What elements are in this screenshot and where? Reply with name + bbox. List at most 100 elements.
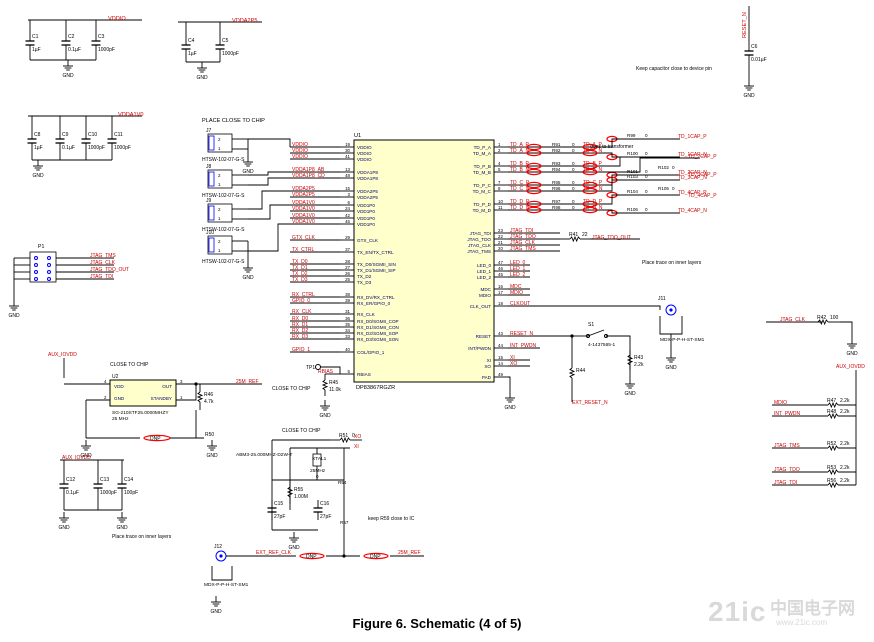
crystal-label: XTAL1 [312, 456, 327, 462]
cap-value: 1000pF [100, 490, 117, 496]
ground-label: GND [196, 75, 208, 81]
connector-part: MDX-P-P-H-ST-SM1 [660, 337, 705, 343]
watermark-logo: 21ic [708, 596, 767, 627]
ground-label: GND [8, 313, 20, 319]
res-ref: R91 [552, 142, 561, 147]
res-value: 100 [830, 315, 839, 321]
figure-caption: Figure 6. Schematic (4 of 5) [352, 616, 522, 631]
jumper-pin: 2 [218, 173, 221, 178]
res-value: 0 [645, 133, 648, 138]
net-signal: TX_D2 [292, 271, 308, 277]
res-ref: R94 [552, 167, 561, 172]
net-signal: RX_D2 [292, 328, 308, 334]
ic-pin-number: 34 [345, 328, 350, 333]
jumper-pin: 2 [218, 239, 221, 244]
resistor-zigzag [827, 401, 839, 409]
ic-pin-name: RX_D3/SGMII_SON [357, 337, 399, 342]
net-25m-ref: 25M_REF [398, 550, 421, 556]
net-signal: TX_D3 [292, 277, 308, 283]
header-p1-body [29, 251, 57, 283]
pad-wire [508, 376, 511, 392]
net-td-out: TD_4CAP_P [688, 193, 717, 199]
res-value: 2.2k [840, 441, 850, 447]
ic-pin-number: 13 [345, 167, 350, 172]
dnp-marker [526, 200, 542, 208]
dnp-marker [526, 143, 542, 151]
ground-label: GND [242, 169, 254, 175]
ic-pin-number: 31 [345, 309, 350, 314]
res-ref: R55 [294, 487, 303, 493]
ic-pin-name: JTAG_CLK [468, 243, 492, 248]
ic-pin-name: RX_ER/GPIO_0 [357, 301, 391, 306]
net-power: VDDA2P5 [292, 192, 315, 198]
ic-pin-number: 18 [498, 301, 503, 306]
res-ref: R100 [627, 151, 638, 156]
dnp-marker [526, 162, 542, 170]
net-vddio: VDDIO [108, 16, 126, 22]
ic-pin-name: JTAG_TDO [467, 237, 491, 242]
ic-pin-name: TD_P_C [473, 183, 491, 188]
header-pin-icon [47, 263, 51, 267]
switch-part: 4-1437565-1 [588, 342, 616, 348]
ic-pin-number: 46 [345, 219, 350, 224]
resistor-zigzag [321, 379, 329, 391]
watermark-cn: 中国电子网 [770, 599, 855, 619]
net-td: TD_B_P [510, 161, 530, 167]
ic-pin-name: CLK_OUT [470, 304, 491, 309]
jumper-pin-icon [208, 237, 215, 253]
ic-pin-name: RX_DV/RX_CTRL [357, 295, 395, 300]
res-value: 0 [316, 474, 319, 479]
res-value: 2.2k [840, 398, 850, 404]
ic-pin-number: 33 [345, 334, 350, 339]
cap-ref: C3 [98, 34, 105, 40]
ic-pin-number: 10 [498, 199, 503, 204]
res-ref: R54 [338, 480, 347, 485]
ic-pin-name: COL/GPIO_1 [357, 350, 385, 355]
net-xi: XI [354, 444, 359, 450]
ic-pin-name: TD_P_A [474, 145, 492, 150]
ic-pin-number: 14 [498, 361, 503, 366]
net-power: VDDIO [292, 148, 308, 154]
res-ref: R103 [627, 174, 638, 179]
ic-pin-name: TD_M_B [473, 170, 491, 175]
resistor-zigzag [569, 235, 581, 243]
sma-center-icon [669, 308, 673, 312]
res-value: 0 [645, 207, 648, 212]
switch-contact-icon [586, 334, 590, 338]
header-pin-icon [34, 270, 38, 274]
ic-pin-name: TX_EN/TX_CTRL [357, 250, 394, 255]
net-td: TD_B_N [510, 167, 530, 173]
net-pullup: JTAG_TDI [774, 480, 797, 486]
ic-pin-name: LED_1 [477, 269, 491, 274]
net-p1: JTAG_TDI [90, 274, 113, 280]
ic-pin-name: GND [114, 396, 125, 401]
res-ref: R41 [569, 232, 578, 238]
note-close-chip: CLOSE TO CHIP [272, 386, 311, 392]
cap-ref: C13 [100, 477, 109, 483]
ic-pin-number: 20 [498, 246, 503, 251]
net-td-out: TD_2CAP_N [678, 170, 707, 176]
ic-pin-number: 37 [345, 247, 350, 252]
ic-pin-number: 26 [345, 271, 350, 276]
jumper-ref: J10 [206, 230, 214, 236]
net-ext-ref-clk: EXT_REF_CLK [256, 550, 292, 556]
ic-pin-number: 45 [498, 272, 503, 277]
dnp-marker [526, 168, 542, 176]
ic-pin-name: XO [484, 364, 491, 369]
net-td: TD_A_N [510, 148, 530, 154]
net-td-out: TD_2CAP_P [688, 154, 717, 160]
ic-pin-number: 8 [498, 186, 501, 191]
ic-pin-number: 47 [498, 260, 503, 265]
net-power: VDDA1P8_CD [292, 173, 325, 179]
cap-value: 27pF [274, 514, 285, 520]
res-value: 0 [572, 205, 575, 210]
ic-pin-name: RX_CLK [357, 312, 376, 317]
td-route [600, 138, 625, 148]
ground-label: GND [206, 453, 218, 459]
ground-label: GND [58, 525, 70, 531]
cap-value: 1µF [188, 51, 197, 57]
crystal-part: ABM3-25.000MHZ-D2W-T [236, 452, 292, 458]
ic-pin-name: TX_D1/SGMII_SIP [357, 268, 396, 273]
net-td: TD_D_P [510, 199, 530, 205]
net-signal: RX_CTRL [292, 292, 315, 298]
